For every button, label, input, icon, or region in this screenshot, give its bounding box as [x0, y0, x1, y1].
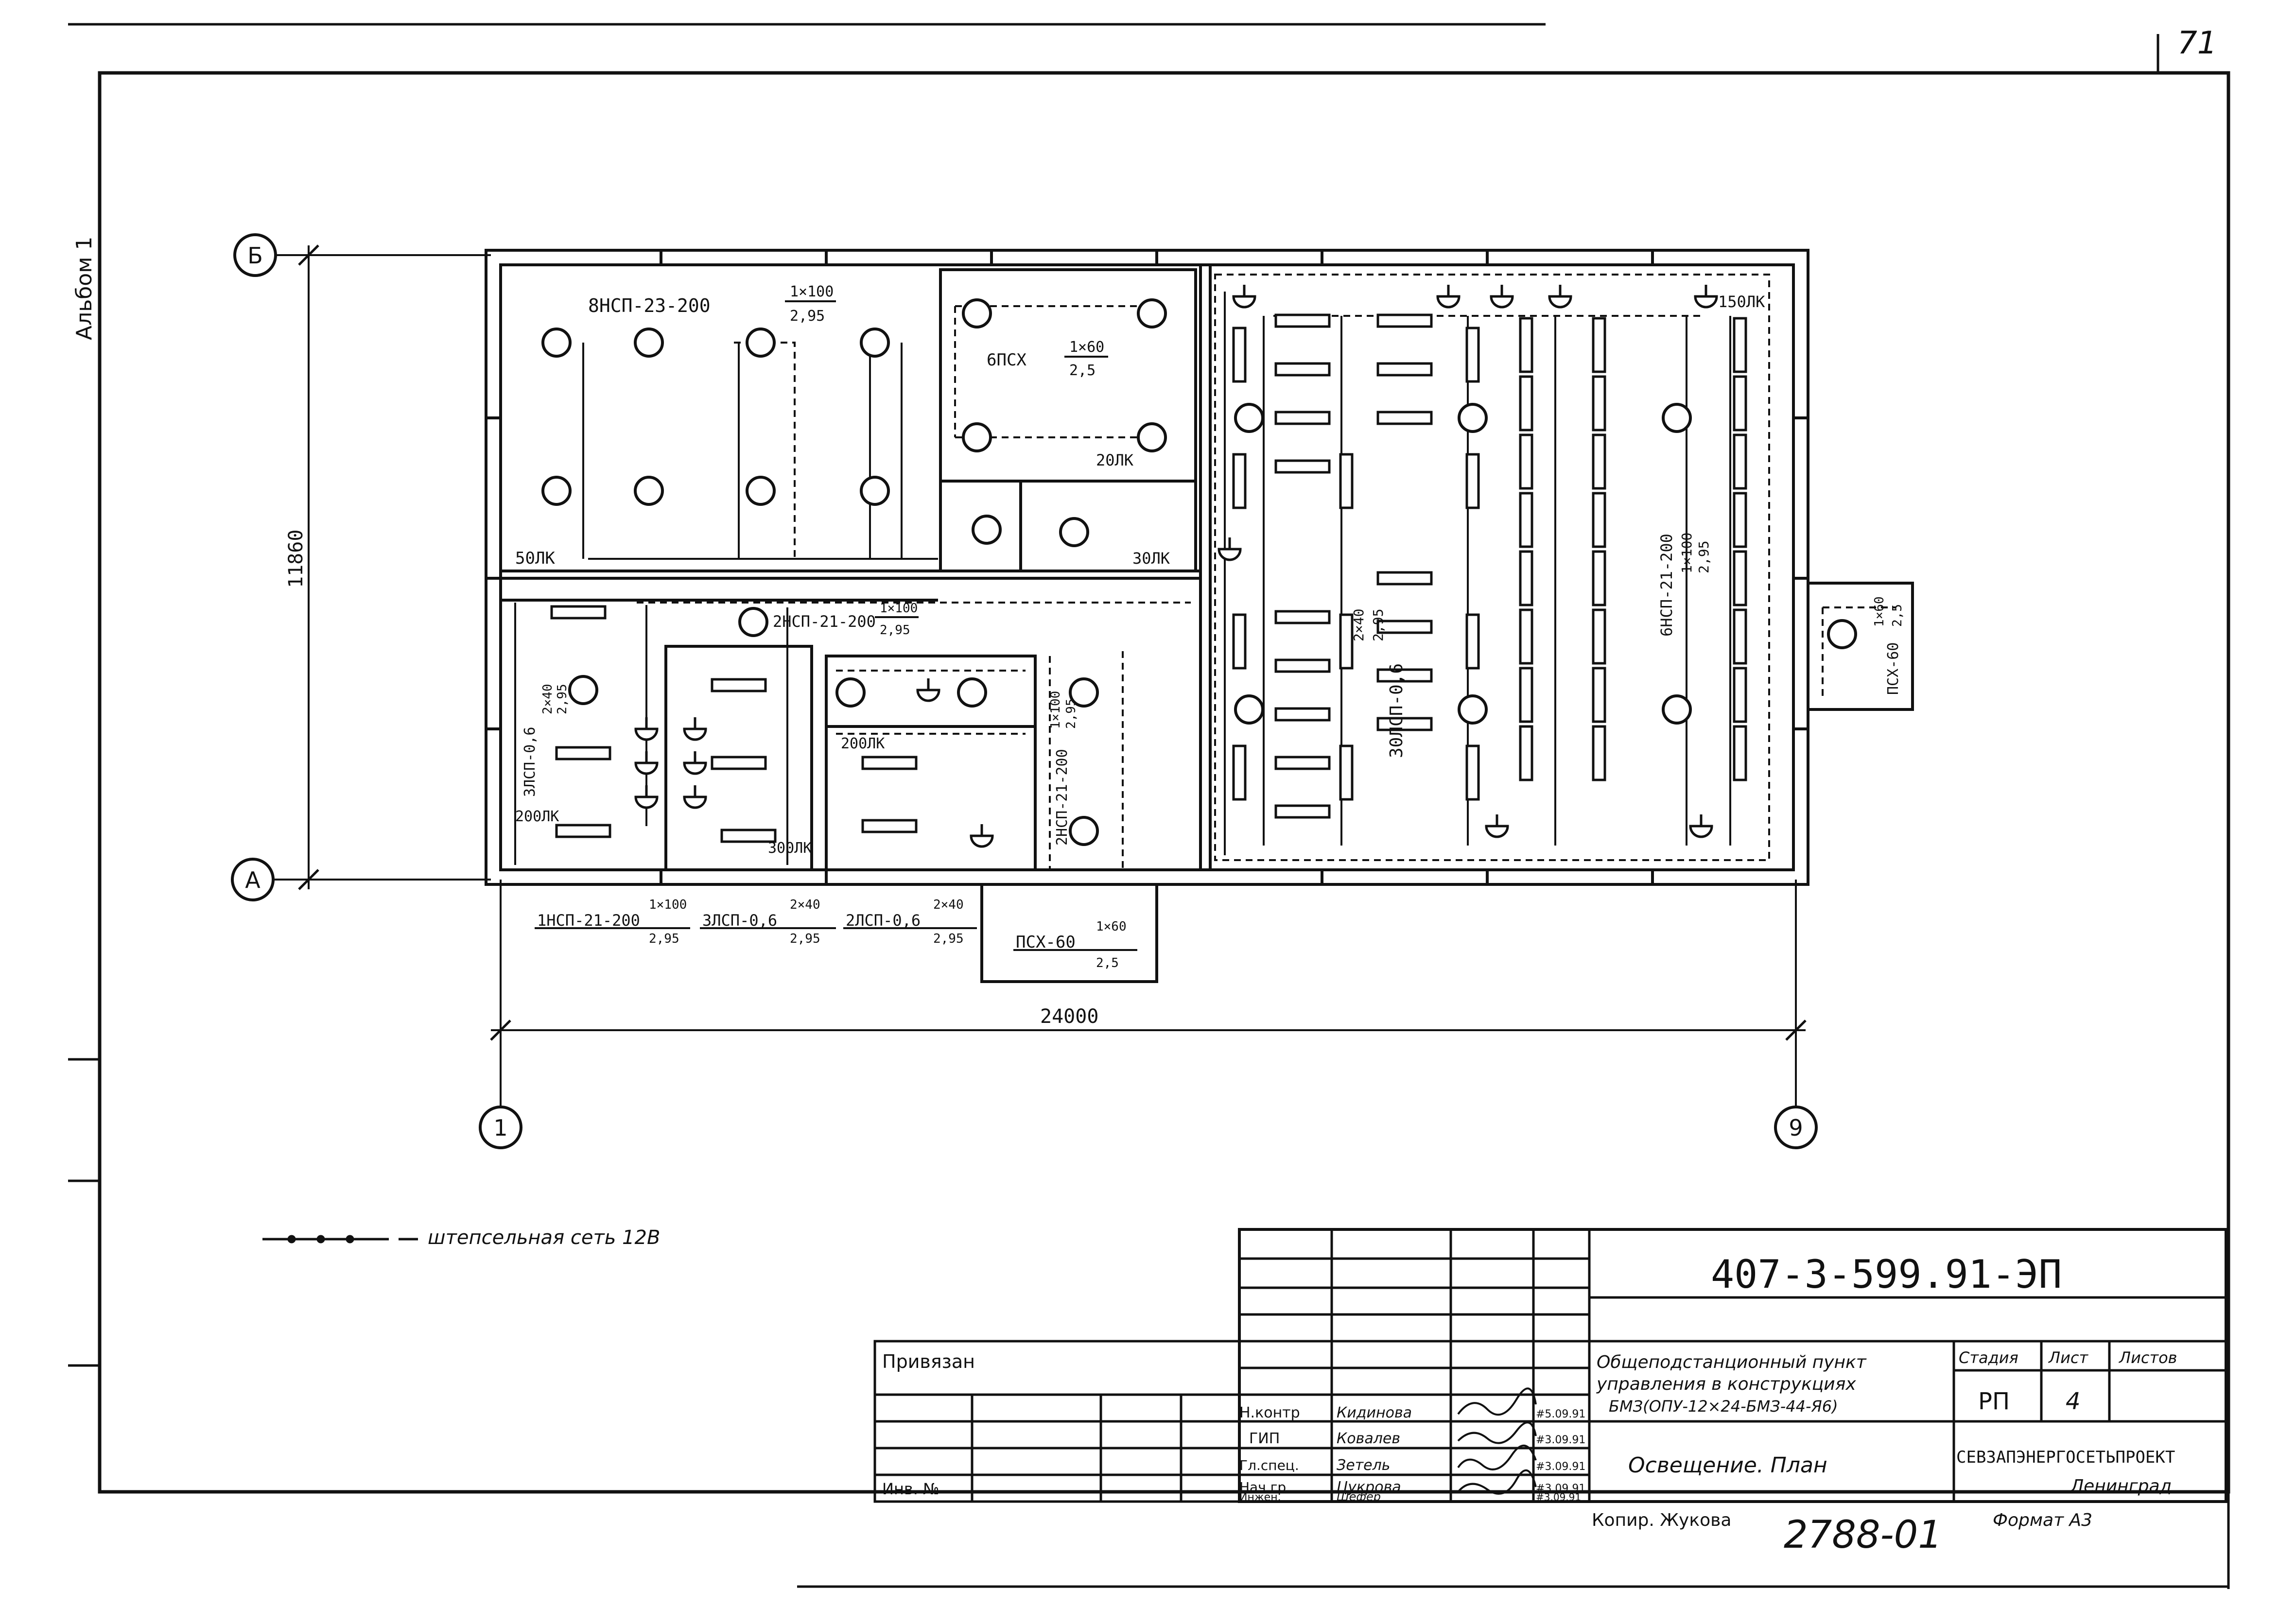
- svg-text:2,95: 2,95: [880, 623, 910, 638]
- role-row: ГИП: [1249, 1430, 1280, 1447]
- svg-text:2×40: 2×40: [933, 898, 964, 912]
- svg-text:9: 9: [1789, 1115, 1803, 1141]
- svg-text:2,95: 2,95: [1696, 541, 1712, 573]
- svg-text:1×100: 1×100: [1679, 533, 1695, 573]
- title-block: [873, 1228, 2227, 1503]
- axis-markers: Б А 1 9: [231, 233, 1818, 1149]
- dimension-height: 11860: [285, 530, 307, 588]
- svg-text:2,95: 2,95: [1370, 609, 1386, 641]
- legend-text: штепсельная сеть 12В: [428, 1227, 660, 1249]
- role-row: Инжен.: [1239, 1491, 1281, 1503]
- svg-text:Шефер: Шефер: [1337, 1490, 1381, 1503]
- svg-text:2×40: 2×40: [790, 898, 820, 912]
- copied-by: Копир. Жукова: [1592, 1510, 1731, 1530]
- svg-text:Зетель: Зетель: [1337, 1457, 1390, 1474]
- sheet-header: Лист: [2048, 1348, 2088, 1367]
- sheet-title: Освещение. План: [1628, 1453, 1827, 1478]
- svg-text:1×100: 1×100: [880, 601, 918, 616]
- svg-text:А: А: [245, 867, 261, 893]
- stage-value: РП: [1978, 1388, 2010, 1415]
- stage-header: Стадия: [1959, 1348, 2018, 1367]
- album-label: Альбом 1: [72, 237, 97, 340]
- svg-text:300ЛК: 300ЛК: [768, 840, 812, 857]
- svg-text:2,5: 2,5: [1069, 362, 1096, 379]
- city: Ленинград: [2070, 1476, 2172, 1496]
- project-line-1: Общеподстанционный пункт: [1597, 1352, 1867, 1372]
- bound-label: Привязан: [882, 1351, 975, 1372]
- lux-label: 50ЛК: [515, 549, 555, 568]
- svg-text:#5.09.91: #5.09.91: [1536, 1408, 1585, 1420]
- svg-text:2×40: 2×40: [1351, 609, 1367, 641]
- svg-text:2×40: 2×40: [540, 684, 555, 714]
- svg-text:#3.09.91: #3.09.91: [1536, 1491, 1581, 1503]
- role-row: Н.контр: [1239, 1404, 1300, 1421]
- svg-text:2,95: 2,95: [933, 932, 964, 946]
- svg-text:Кидинова: Кидинова: [1337, 1404, 1412, 1421]
- sheets-header: Листов: [2119, 1348, 2177, 1367]
- svg-text:2,5: 2,5: [1890, 604, 1905, 627]
- legend-line: [262, 1235, 418, 1244]
- room1-lamps: [543, 329, 888, 504]
- svg-text:1×60: 1×60: [1069, 339, 1104, 356]
- svg-text:#3.09.91: #3.09.91: [1536, 1434, 1585, 1446]
- project-line-2: управления в конструкциях: [1596, 1374, 1856, 1394]
- svg-text:200ЛК: 200ЛК: [841, 735, 885, 752]
- svg-text:2,95: 2,95: [649, 932, 679, 946]
- svg-text:150ЛК: 150ЛК: [1718, 293, 1765, 311]
- dimension-width: 24000: [1040, 1005, 1098, 1028]
- role-row: Нач.гр.: [1239, 1479, 1290, 1495]
- corner-number: 71: [2177, 25, 2217, 61]
- svg-text:1×100: 1×100: [1048, 691, 1063, 729]
- dimension-lines: 11860 24000: [285, 244, 1807, 1041]
- room2-lamps: [963, 300, 1165, 546]
- svg-text:#3.09.91: #3.09.91: [1536, 1483, 1585, 1495]
- svg-text:20ЛК: 20ЛК: [1096, 451, 1134, 469]
- stamp-number: 2788-01: [1784, 1513, 1942, 1557]
- fixture-label-8: ПСХ-60: [1885, 642, 1902, 695]
- fixture-label-2: 6ПСХ: [987, 350, 1026, 370]
- svg-text:2,5: 2,5: [1096, 956, 1119, 970]
- project-line-3: БМЗ(ОПУ-12×24-БМЗ-44-Я6): [1609, 1397, 1838, 1416]
- fixture-label-5: 2НСП-21-200: [1054, 749, 1071, 846]
- building-walls: [481, 249, 1914, 983]
- svg-text:2,95: 2,95: [790, 932, 820, 946]
- svg-text:#3.09.91: #3.09.91: [1536, 1461, 1585, 1473]
- bottom-label-4: ПСХ-60: [1016, 933, 1076, 952]
- svg-text:1: 1: [493, 1115, 507, 1141]
- bottom-label-1: 1НСП-21-200: [537, 911, 640, 930]
- fixture-label-1: 8НСП-23-200: [588, 295, 711, 316]
- signatures: [1457, 1387, 1537, 1495]
- svg-text:Ковалев: Ковалев: [1337, 1430, 1400, 1447]
- svg-text:200ЛК: 200ЛК: [515, 808, 559, 825]
- bottom-label-2: 3ЛСП-0,6: [702, 911, 777, 930]
- svg-text:1×100: 1×100: [790, 283, 834, 300]
- fixture-label-7: 6НСП-21-200: [1657, 534, 1676, 637]
- bottom-labels: [535, 927, 1137, 951]
- roles-table: Н.контр Кидинова #5.09.91 ГИП Ковалев #3…: [1239, 1404, 1585, 1503]
- svg-text:2,95: 2,95: [790, 308, 825, 325]
- fixture-label-3: 2НСП-21-200: [773, 612, 876, 631]
- sheet-number: 4: [2066, 1388, 2081, 1415]
- svg-text:1×60: 1×60: [1872, 596, 1887, 627]
- svg-text:Цукрова: Цукрова: [1337, 1479, 1401, 1496]
- wiring: [514, 274, 1896, 870]
- org-name: СЕВЗАПЭНЕРГОСЕТЬПРОЕКТ: [1956, 1448, 2175, 1467]
- svg-text:Б: Б: [247, 242, 263, 269]
- svg-text:1×60: 1×60: [1096, 919, 1127, 934]
- bottom-label-3: 2ЛСП-0,6: [846, 911, 921, 930]
- fixture-label-6: 30ЛСП-0,6: [1387, 663, 1407, 758]
- fixture-label-4: 3ЛСП-0,6: [522, 727, 539, 797]
- svg-text:30ЛК: 30ЛК: [1132, 549, 1170, 568]
- doc-code: 407-3-599.91-ЭП: [1711, 1252, 2062, 1297]
- inv-label: Инв. №: [882, 1480, 939, 1498]
- format-label: Формат А3: [1993, 1510, 2092, 1530]
- role-row: Гл.спец.: [1239, 1457, 1299, 1473]
- svg-text:2,95: 2,95: [1064, 698, 1078, 729]
- svg-text:1×100: 1×100: [649, 898, 687, 912]
- svg-text:2,95: 2,95: [555, 684, 570, 714]
